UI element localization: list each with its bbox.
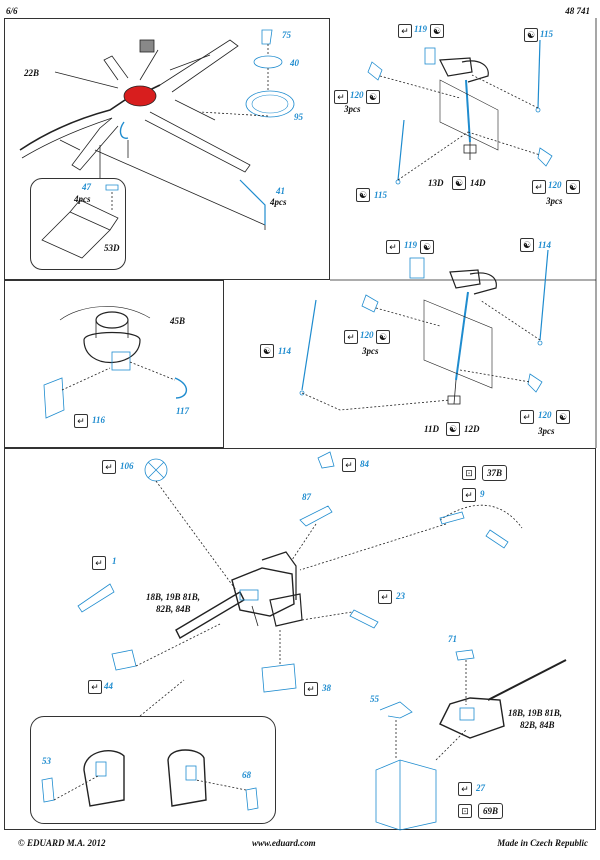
label-115: 115 (540, 29, 554, 39)
label-115b: 115 (374, 190, 388, 200)
twist-icon: ☯ (566, 180, 580, 194)
gun-mount-drawing (19, 29, 295, 259)
label-106: 106 (120, 461, 134, 471)
label-1: 1 (112, 556, 117, 566)
twist-icon: ☯ (366, 90, 380, 104)
label-53d: 53D (104, 243, 120, 253)
label-group-lower-2: 82B, 84B (520, 720, 555, 730)
label-119-lower: 119 (404, 240, 418, 250)
bend-icon: ↵ (304, 682, 318, 696)
product-code: 48 741 (565, 6, 590, 16)
label-group-upper-1: 18B, 19B 81B, (146, 592, 201, 602)
panel-top-left (4, 18, 330, 280)
bend-icon: ↵ (386, 240, 400, 254)
twist-icon: ☯ (520, 238, 534, 252)
twist-icon: ☯ (430, 24, 444, 38)
label-47-qty: 4pcs (74, 194, 91, 204)
label-114: 114 (538, 240, 552, 250)
label-23: 23 (396, 591, 405, 601)
bend-icon: ↵ (398, 24, 412, 38)
bend-icon: ↵ (92, 556, 106, 570)
footer-website: www.eduard.com (252, 838, 316, 848)
twist-icon: ☯ (446, 422, 460, 436)
label-41: 41 (276, 186, 285, 196)
bend-icon: ↵ (344, 330, 358, 344)
label-9: 9 (480, 489, 485, 499)
label-120-qty: 3pcs (344, 104, 361, 114)
label-47: 47 (82, 182, 91, 192)
label-119: 119 (414, 24, 428, 34)
bend-icon: ↵ (342, 458, 356, 472)
label-44: 44 (104, 681, 113, 691)
gunsight-drawing-upper (367, 39, 553, 185)
label-group-upper-2: 82B, 84B (156, 604, 191, 614)
label-117: 117 (176, 406, 190, 416)
label-27: 27 (476, 783, 485, 793)
twist-icon: ☯ (260, 344, 274, 358)
label-120-lower: 120 (360, 330, 374, 340)
replace-icon: ⊡ (458, 804, 472, 818)
label-120b: 120 (548, 180, 562, 190)
machine-gun-drawing (41, 451, 567, 831)
inset-detail-53-68 (30, 716, 276, 824)
twist-icon: ☯ (376, 330, 390, 344)
bend-icon: ↵ (334, 90, 348, 104)
bend-icon: ↵ (74, 414, 88, 428)
label-69b: 69B (478, 803, 504, 819)
twist-icon: ☯ (524, 28, 538, 42)
label-120b-qty: 3pcs (546, 196, 563, 206)
label-95: 95 (294, 112, 303, 122)
gunsight-drawing-lower (299, 249, 549, 411)
label-41-qty: 4pcs (270, 197, 287, 207)
label-84: 84 (360, 459, 369, 469)
label-group-lower-1: 18B, 19B 81B, (508, 708, 563, 718)
twist-icon: ☯ (452, 176, 466, 190)
bend-icon: ↵ (520, 410, 534, 424)
bend-icon: ↵ (378, 590, 392, 604)
label-75: 75 (282, 30, 291, 40)
label-114b: 114 (278, 346, 292, 356)
bend-icon: ↵ (532, 180, 546, 194)
twist-icon: ☯ (556, 410, 570, 424)
footer-origin: Made in Czech Republic (497, 838, 588, 848)
footer-copyright: © EDUARD M.A. 2012 (18, 838, 106, 848)
label-12d: 12D (464, 424, 480, 434)
label-120-lower-b-qty: 3pcs (538, 426, 555, 436)
turret-cap-drawing (43, 306, 188, 419)
label-71: 71 (448, 634, 457, 644)
page-number: 6/6 (6, 6, 18, 16)
label-37b: 37B (482, 465, 508, 481)
replace-icon: ⊡ (462, 466, 476, 480)
label-55: 55 (370, 694, 379, 704)
label-14d: 14D (470, 178, 486, 188)
label-87: 87 (302, 492, 311, 502)
bend-icon: ↵ (102, 460, 116, 474)
twist-icon: ☯ (420, 240, 434, 254)
label-11d: 11D (424, 424, 440, 434)
bend-icon: ↵ (458, 782, 472, 796)
label-40: 40 (290, 58, 299, 68)
panel-mid-left (4, 280, 224, 448)
label-116: 116 (92, 415, 106, 425)
label-13d: 13D (428, 178, 444, 188)
panel-bottom (4, 448, 596, 830)
label-45b: 45B (170, 316, 186, 326)
label-120-lower-b: 120 (538, 410, 552, 420)
bend-icon: ↵ (462, 488, 476, 502)
bend-icon: ↵ (88, 680, 102, 694)
label-53: 53 (42, 756, 51, 766)
label-120-lower-qty: 3pcs (362, 346, 379, 356)
label-22b: 22B (24, 68, 40, 78)
label-120: 120 (350, 90, 364, 100)
twist-icon: ☯ (356, 188, 370, 202)
label-38: 38 (322, 683, 331, 693)
inset-detail-47 (30, 178, 126, 270)
label-68: 68 (242, 770, 251, 780)
